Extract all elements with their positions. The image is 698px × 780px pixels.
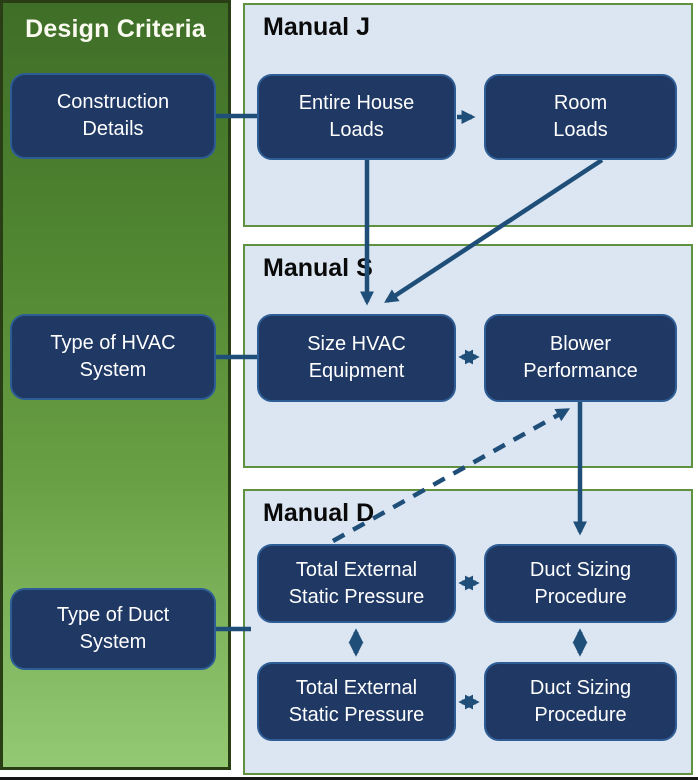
box-label-line: Static Pressure (288, 585, 425, 608)
box-label-line: Total External (295, 676, 418, 699)
box-label-line: Procedure (534, 585, 627, 608)
box-label-line: Static Pressure (288, 703, 425, 726)
box-duct-sizing-procedure-bottom: Duct Sizing Procedure (484, 662, 677, 741)
box-label-line: Entire House (298, 92, 415, 114)
manual-j-title: Manual J (263, 13, 370, 41)
box-label-line: Duct Sizing (529, 676, 632, 699)
manual-d-title: Manual D (263, 499, 375, 527)
box-label-line: Total External (295, 558, 418, 581)
box-label-line: Room (553, 92, 608, 114)
sidebar-box-type-of-duct-system: Type of Duct System (10, 588, 216, 670)
design-criteria-title: Design Criteria (25, 15, 206, 43)
box-label-line: Type of HVAC (50, 332, 176, 354)
box-label-line: Duct Sizing (529, 558, 632, 581)
sidebar-box-type-of-hvac-system: Type of HVAC System (10, 314, 216, 400)
box-blower-performance: Blower Performance (484, 314, 677, 402)
box-label-line: Construction (56, 91, 170, 113)
box-label-line: System (79, 359, 147, 381)
box-label-line: Performance (523, 360, 638, 382)
box-total-external-static-pressure-top: Total External Static Pressure (257, 544, 456, 623)
box-total-external-static-pressure-bottom: Total External Static Pressure (257, 662, 456, 741)
box-label-line: Details (82, 118, 144, 140)
box-label-line: Procedure (534, 703, 627, 726)
box-label-line: Blower (549, 333, 612, 355)
box-label-line: Size HVAC (307, 333, 406, 355)
box-label-line: Type of Duct (56, 604, 170, 626)
sidebar-box-construction-details: Construction Details (10, 73, 216, 159)
box-duct-sizing-procedure-top: Duct Sizing Procedure (484, 544, 677, 623)
box-label-line: Loads (329, 119, 384, 141)
box-room-loads: Room Loads (484, 74, 677, 160)
box-label-line: Equipment (308, 360, 405, 382)
box-entire-house-loads: Entire House Loads (257, 74, 456, 160)
manual-s-title: Manual S (263, 254, 373, 282)
box-label-line: System (79, 631, 147, 653)
box-label-line: Loads (553, 119, 608, 141)
box-size-hvac-equipment: Size HVAC Equipment (257, 314, 456, 402)
